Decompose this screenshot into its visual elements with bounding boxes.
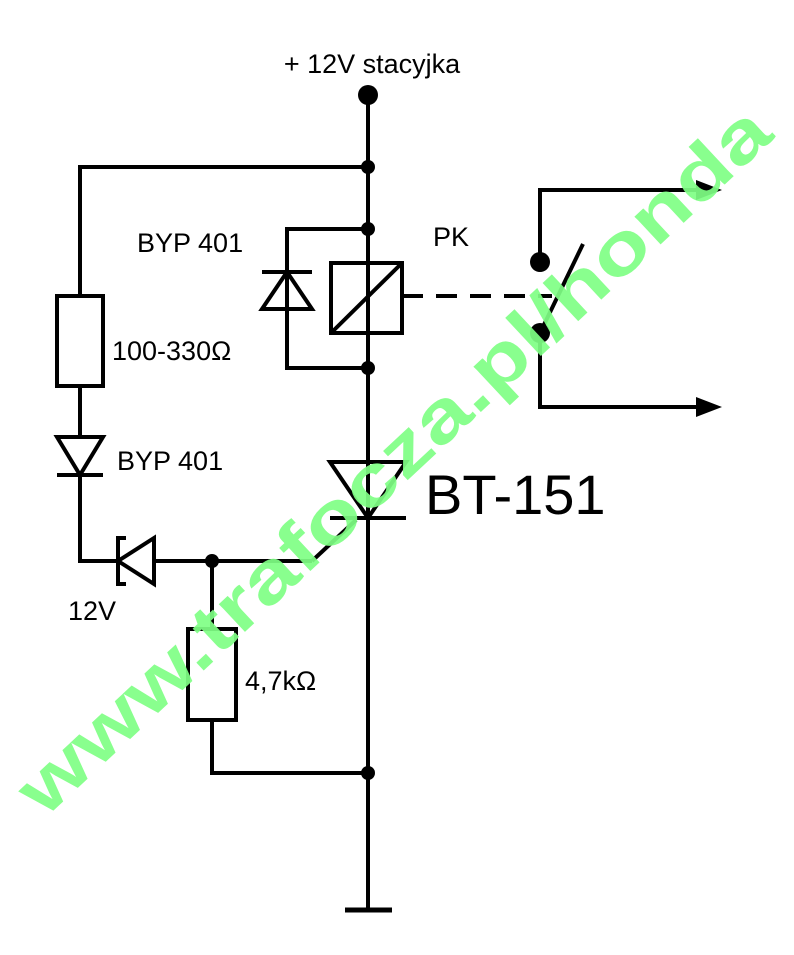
- switch-terminal-lower: [530, 323, 550, 343]
- output-lower-wire: [538, 333, 708, 409]
- relay-coil-slash: [329, 261, 404, 335]
- supply-terminal: [358, 85, 378, 105]
- resistor-lower: [186, 627, 238, 722]
- junction-dot: [205, 554, 219, 568]
- labels: + 12V stacyjka BYP 401 PK 100-330Ω BYP 4…: [68, 49, 606, 696]
- relay-diode-label: BYP 401: [137, 228, 243, 258]
- freewheel-diode: [258, 268, 316, 311]
- relay-label: PK: [433, 222, 469, 252]
- relay-coil-box: [329, 261, 404, 335]
- series-diode-label: BYP 401: [117, 446, 223, 476]
- relay-coil: [329, 261, 404, 335]
- series-diode-triangle: [53, 435, 107, 479]
- zener-diode: [114, 534, 156, 588]
- zener-triangle: [114, 534, 156, 588]
- zener-bar: [116, 536, 126, 586]
- thyristor-triangle: [326, 460, 410, 522]
- output-arrow-lower: [696, 397, 722, 417]
- switch-contact: [538, 243, 585, 334]
- left-branch-top-wire: [78, 165, 368, 296]
- junction-dot: [361, 160, 375, 174]
- junction-dot: [361, 361, 375, 375]
- output-upper-wire: [538, 188, 708, 262]
- left-branch-lower-wire: [78, 475, 118, 563]
- resistor-lower-label: 4,7kΩ: [245, 666, 316, 696]
- gate-lead: [310, 518, 358, 563]
- zener-label: 12V: [68, 596, 116, 626]
- supply-label: + 12V stacyjka: [284, 49, 461, 79]
- resistor-upper-label: 100-330Ω: [112, 336, 231, 366]
- junctions: [205, 85, 550, 780]
- thyristor: [326, 460, 410, 522]
- switch-terminal-upper: [530, 252, 550, 272]
- junction-dot: [361, 766, 375, 780]
- output-arrow-upper: [696, 180, 722, 200]
- thyristor-label: BT-151: [425, 463, 606, 526]
- freewheel-diode-triangle: [258, 268, 316, 311]
- junction-dot: [361, 222, 375, 236]
- resistor-upper: [55, 294, 105, 388]
- series-diode: [53, 435, 107, 479]
- resistor-lower-bottom-wire: [210, 720, 368, 775]
- components: [53, 180, 722, 722]
- freewheel-diode-wires: [285, 227, 368, 370]
